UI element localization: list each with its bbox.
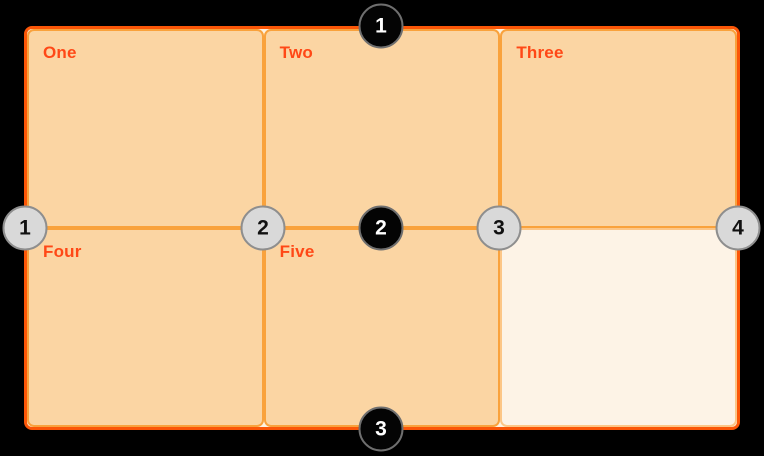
grid-cell-two: Two [263,29,501,228]
row-line-marker-3: 3 [358,406,404,452]
grid-cell-four: Four [27,228,264,427]
column-line-marker-1: 1 [2,205,48,251]
column-line-marker-3: 3 [476,205,522,251]
grid-cell-three: Three [500,29,737,228]
grid-cell-one: One [27,29,264,228]
grid-container: One Two Three Four Five [24,26,740,430]
column-line-marker-2: 2 [240,205,286,251]
grid-cell-empty [500,228,737,427]
cell-label-one: One [43,43,77,62]
column-line-marker-4: 4 [715,205,761,251]
row-line-marker-2: 2 [358,205,404,251]
cell-label-three: Three [516,43,564,62]
cell-label-five: Five [279,242,315,261]
cell-label-two: Two [279,43,313,62]
row-line-marker-1: 1 [358,3,404,49]
cell-label-four: Four [43,242,82,261]
grid-cell-five: Five [263,228,501,427]
